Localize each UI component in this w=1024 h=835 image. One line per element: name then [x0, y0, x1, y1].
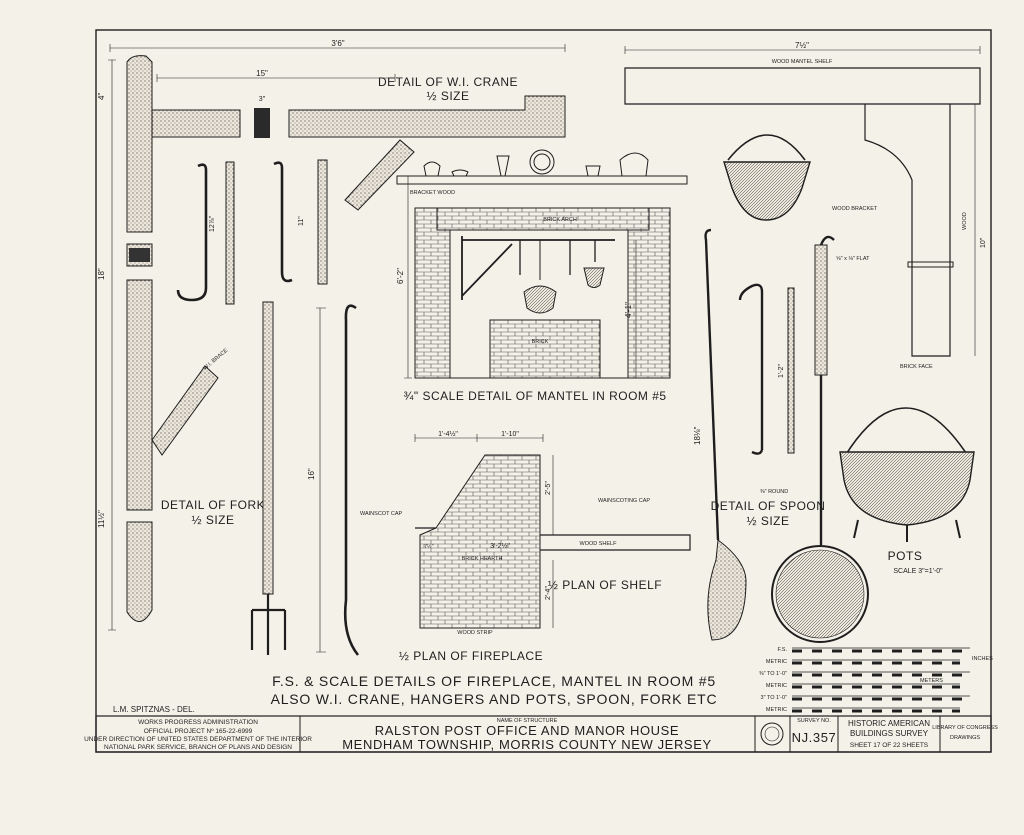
dim-crane-total: 3'6"	[331, 39, 344, 48]
dim-mantel-h1: 6'-2"	[396, 268, 405, 284]
pots-title: POTS	[888, 549, 923, 563]
label-bracket-wood: BRACKET WOOD	[410, 190, 455, 196]
dim-spoon-hook: 1'-2"	[778, 364, 785, 378]
main-title-line-1: F.S. & SCALE DETAILS OF FIREPLACE, MANTE…	[272, 673, 716, 689]
mantel-title: ¾" SCALE DETAIL OF MANTEL IN ROOM #5	[403, 389, 666, 403]
label-wood-shelf: WOOD SHELF	[580, 541, 618, 547]
dim-mantel-h2: 4'-1"	[624, 302, 633, 318]
label-wi-brace: W.I. BRACE	[202, 347, 229, 371]
pots-detail: POTS SCALE 3"=1'-0"	[723, 134, 975, 575]
label-brick-face: BRICK FACE	[900, 364, 933, 370]
dim-fork: 16"	[307, 468, 316, 480]
scale-unit-inches: INCHES	[972, 656, 993, 662]
label-wood-mantel-shelf: WOOD MANTEL SHELF	[772, 59, 833, 65]
spoon-scale: ½ SIZE	[746, 514, 789, 528]
scale-row-6: METRIC	[766, 707, 787, 713]
crane-scale: ½ SIZE	[426, 89, 469, 103]
label-brick-arch: BRICK ARCH	[543, 217, 577, 223]
shelf-title: ½ PLAN OF SHELF	[548, 578, 662, 592]
label-brick-hearth: BRICK HEARTH	[462, 556, 503, 562]
dim-shelf-d2: 2'-4"	[545, 586, 552, 600]
scale-row-3: ⅜" TO 1'-0"	[759, 671, 787, 677]
structure-name-label: NAME OF STRUCTURE	[497, 718, 558, 724]
label-round: ⅜" ROUND	[760, 489, 788, 495]
label-wood-strip: WOOD STRIP	[457, 630, 493, 636]
dim-shelf-w1: 1'-4½"	[438, 430, 458, 438]
label-wainscot-cap-right: WAINSCOTING CAP	[598, 498, 650, 504]
dim-spoon-h: 18⅛"	[693, 426, 702, 445]
title-block: WORKS PROGRESS ADMINISTRATION OFFICIAL P…	[84, 715, 998, 753]
scale-row-4: METRIC	[766, 683, 787, 689]
dim-hanger-a: 12⅞"	[209, 215, 216, 232]
habs-line-1: HISTORIC AMERICAN	[848, 719, 930, 728]
dim-shelf-w2: 1'-10"	[501, 431, 519, 438]
fork-scale: ½ SIZE	[191, 513, 234, 527]
graphic-scales: F.S. METRIC ⅜" TO 1'-0" METRIC 3" TO 1'-…	[759, 647, 993, 713]
dim-crane-lower: 11½"	[97, 510, 106, 528]
scale-unit-meters: METERS	[920, 678, 943, 684]
stamp-line-1: LIBRARY OF CONGRESS	[932, 725, 998, 731]
dim-crane-side: 3"	[259, 96, 266, 103]
delineator: L.M. SPITZNAS - DEL.	[113, 705, 195, 714]
spoon-title: DETAIL OF SPOON	[711, 499, 826, 513]
crane-title: DETAIL OF W.I. CRANE	[378, 75, 518, 89]
hangers-detail: 12⅞" 11"	[176, 159, 328, 305]
label-wainscot-cap-left: WAINSCOT CAP	[360, 511, 403, 517]
dim-shelf-d1: 2'-5"	[545, 481, 552, 495]
scale-row-5: 3" TO 1'-0"	[761, 695, 788, 701]
label-wood-bracket: WOOD BRACKET	[832, 206, 878, 212]
habs-sheet: SHEET 17 OF 22 SHEETS	[850, 742, 929, 749]
mantel-shelf-section: 7½" WOOD MANTEL SHELF WOOD BRACKET WOOD …	[624, 41, 987, 370]
agency-line-4: NATIONAL PARK SERVICE, BRANCH OF PLANS A…	[104, 744, 292, 751]
structure-name-line-2: MENDHAM TOWNSHIP, MORRIS COUNTY NEW JERS…	[342, 737, 712, 752]
plan-shelf-fireplace: 1'-4½" 1'-10" 2'-5" 2'-4" 3'-2½" 7½" BRI…	[360, 430, 691, 663]
seal-icon	[760, 722, 784, 746]
dim-hanger-b: 11"	[298, 216, 305, 226]
label-flat: ⅝" x ⅛" FLAT	[836, 256, 870, 262]
dim-hearth-side: 7½"	[424, 543, 434, 550]
stamp-line-2: DRAWINGS	[950, 735, 980, 741]
dim-mantel-wood-h: 10"	[980, 237, 987, 248]
fireplace-title: ½ PLAN OF FIREPLACE	[399, 649, 543, 663]
survey-no-label: SURVEY NO.	[797, 718, 831, 724]
agency-line-3: UNDER DIRECTION OF UNITED STATES DEPARTM…	[84, 736, 312, 743]
fork-title: DETAIL OF FORK	[161, 498, 265, 512]
dim-mantel-shelf-w: 7½"	[795, 41, 809, 50]
pots-scale: SCALE 3"=1'-0"	[893, 568, 943, 575]
survey-no: NJ.357	[792, 730, 837, 745]
agency-line-1: WORKS PROGRESS ADMINISTRATION	[138, 719, 258, 726]
agency-line-2: OFFICIAL PROJECT Nº 165-22-6999	[144, 728, 253, 735]
structure-name-line-1: RALSTON POST OFFICE AND MANOR HOUSE	[375, 723, 679, 738]
scale-row-1: F.S.	[778, 647, 788, 653]
mantel-elevation: BRACKET WOOD BRICK ARCH BRICK 6'-2" 4'-1…	[396, 149, 688, 403]
habs-line-2: BUILDINGS SURVEY	[850, 729, 929, 738]
dim-hearth: 3'-2½"	[490, 542, 510, 550]
dim-crane-mid: 18"	[97, 268, 106, 280]
spoon-detail: 18⅛" 1'-2" ⅝" x ⅛" FLAT ⅜" ROUND DETAIL …	[693, 228, 870, 643]
scale-row-2: METRIC	[766, 659, 787, 665]
crane-detail: 3'6" 15" 3" 4" 18" 11½" DETAIL OF W.I. C…	[97, 39, 566, 631]
dim-crane-upper: 4"	[97, 93, 106, 100]
fork-detail: 16"	[250, 301, 360, 656]
main-title-line-2: ALSO W.I. CRANE, HANGERS AND POTS, SPOON…	[271, 691, 718, 707]
label-wood: WOOD	[962, 212, 968, 230]
dim-crane-arm: 15"	[256, 69, 268, 78]
label-brick: BRICK	[532, 339, 549, 345]
